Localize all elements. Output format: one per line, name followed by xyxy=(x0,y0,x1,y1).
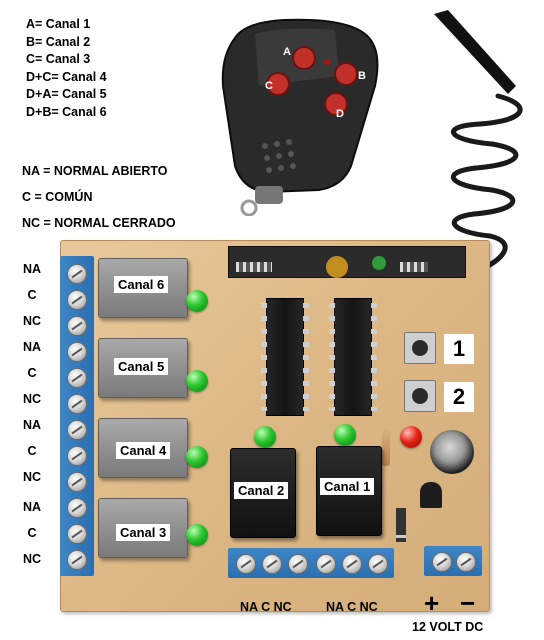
terminal-screw xyxy=(368,554,388,574)
antenna-image xyxy=(434,10,523,273)
contact-line: NC = NORMAL CERRADO xyxy=(22,216,176,230)
green-led xyxy=(186,446,208,468)
green-led xyxy=(186,370,208,392)
remote-button-d xyxy=(324,92,348,116)
side-terminal-block xyxy=(60,256,94,576)
remote-button-c xyxy=(266,72,290,96)
terminal-screw xyxy=(67,316,87,336)
side-label: NA xyxy=(22,418,42,432)
terminal-screw xyxy=(262,554,282,574)
remote-label-b: B xyxy=(358,70,366,82)
terminal-screw xyxy=(67,290,87,310)
transistor xyxy=(420,482,442,508)
terminal-screw xyxy=(316,554,336,574)
relay-label: Canal 6 xyxy=(114,276,169,293)
contact-line: C = COMÚN xyxy=(22,190,93,204)
switch-number: 2 xyxy=(444,382,474,412)
side-label: NC xyxy=(22,470,42,484)
side-label: NA xyxy=(22,340,42,354)
terminal-screw xyxy=(67,446,87,466)
green-led xyxy=(254,426,276,448)
side-label: C xyxy=(27,526,37,540)
terminal-screw xyxy=(67,550,87,570)
capacitor xyxy=(430,430,474,474)
relay-label: Canal 1 xyxy=(320,478,375,495)
terminal-label: NA C NC xyxy=(240,600,292,614)
header-pins xyxy=(236,262,272,272)
trimmer-component xyxy=(326,256,348,278)
side-label: NC xyxy=(22,552,42,566)
relay-label: Canal 5 xyxy=(114,358,169,375)
bottom-terminal-block xyxy=(228,548,394,578)
plus-sign: + xyxy=(424,588,440,618)
red-led xyxy=(400,426,422,448)
legend-line: C= Canal 3 xyxy=(26,52,91,66)
terminal-screw xyxy=(236,554,256,574)
terminal-screw xyxy=(67,394,87,414)
terminal-screw xyxy=(456,552,476,572)
terminal-screw xyxy=(342,554,362,574)
remote-label-c: C xyxy=(265,80,273,92)
minus-sign: − xyxy=(460,588,476,618)
remote-label-a: A xyxy=(283,46,291,58)
push-switch-2 xyxy=(404,380,436,412)
terminal-screw xyxy=(67,420,87,440)
terminal-label: NA C NC xyxy=(326,600,378,614)
side-label: NA xyxy=(22,262,42,276)
green-led xyxy=(186,290,208,312)
power-terminal-block xyxy=(424,546,482,576)
remote-control-image xyxy=(221,18,379,216)
terminal-screw xyxy=(67,498,87,518)
green-led xyxy=(186,524,208,546)
header-pins xyxy=(400,262,428,272)
contact-legend: NA = NORMAL ABIERTO C = COMÚN NC = NORMA… xyxy=(22,158,176,236)
diode xyxy=(396,508,406,542)
remote-button-b xyxy=(334,62,358,86)
channel-legend: A= Canal 1 B= Canal 2 C= Canal 3 D+C= Ca… xyxy=(26,16,107,121)
terminal-screw xyxy=(67,342,87,362)
side-label: C xyxy=(27,288,37,302)
legend-line: B= Canal 2 xyxy=(26,34,91,49)
contact-line: NA = NORMAL ABIERTO xyxy=(22,164,168,178)
relay-label: Canal 2 xyxy=(234,482,289,499)
power-label: 12 VOLT DC xyxy=(412,620,484,634)
terminal-screw xyxy=(432,552,452,572)
terminal-screw xyxy=(288,554,308,574)
switch-number: 1 xyxy=(444,334,474,364)
relay-label: Canal 4 xyxy=(116,442,171,459)
small-component xyxy=(372,256,386,270)
green-led xyxy=(334,424,356,446)
ic-chip xyxy=(261,298,309,416)
side-label: C xyxy=(27,444,37,458)
side-label: C xyxy=(27,366,37,380)
ic-chip xyxy=(329,298,377,416)
terminal-screw xyxy=(67,368,87,388)
terminal-screw xyxy=(67,524,87,544)
push-switch-1 xyxy=(404,332,436,364)
legend-line: A= Canal 1 xyxy=(26,17,91,31)
remote-button-a xyxy=(292,46,316,70)
resistor xyxy=(382,430,390,466)
legend-line: D+C= Canal 4 xyxy=(26,69,107,84)
relay-label: Canal 3 xyxy=(116,524,171,541)
legend-line: D+A= Canal 5 xyxy=(26,87,107,101)
terminal-screw xyxy=(67,472,87,492)
side-label: NC xyxy=(22,392,42,406)
side-label: NA xyxy=(22,500,42,514)
side-label: NC xyxy=(22,314,42,328)
remote-label-d: D xyxy=(336,108,344,120)
legend-line: D+B= Canal 6 xyxy=(26,104,107,119)
terminal-screw xyxy=(67,264,87,284)
